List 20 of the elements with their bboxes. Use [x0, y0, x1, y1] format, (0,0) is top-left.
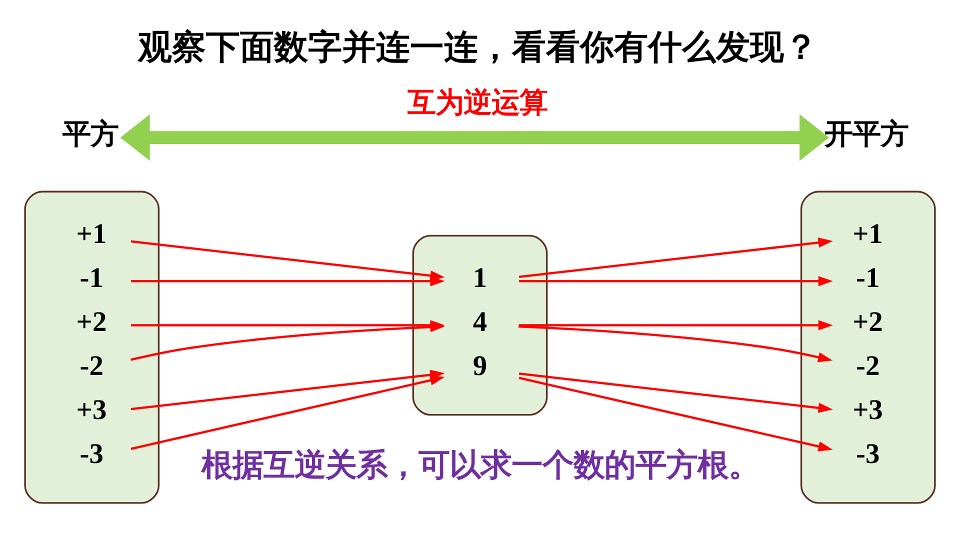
node-text: 开平方: [824, 116, 909, 150]
node-text: +3: [76, 394, 107, 426]
node-text: -1: [856, 262, 880, 294]
node-text: 9: [472, 350, 488, 382]
node-text: 平方: [62, 116, 119, 150]
node-text: -2: [856, 350, 880, 382]
node-text: -1: [80, 262, 104, 294]
node-text: 4: [472, 306, 488, 338]
node-text: -2: [80, 350, 104, 382]
edge-label: 互为逆运算: [407, 85, 548, 118]
node-text: -3: [856, 438, 880, 470]
node-text: 1: [472, 262, 488, 294]
node-text: -3: [80, 438, 104, 470]
caption: 根据互逆关系，可以求一个数的平方根。: [201, 446, 760, 483]
node-text: +1: [76, 218, 107, 250]
diagram-title: 观察下面数字并连一连，看看你有什么发现？: [138, 26, 818, 67]
node-text: +2: [852, 306, 883, 338]
node-text: +1: [852, 218, 883, 250]
node-text: +3: [852, 394, 883, 426]
node-text: +2: [76, 306, 107, 338]
